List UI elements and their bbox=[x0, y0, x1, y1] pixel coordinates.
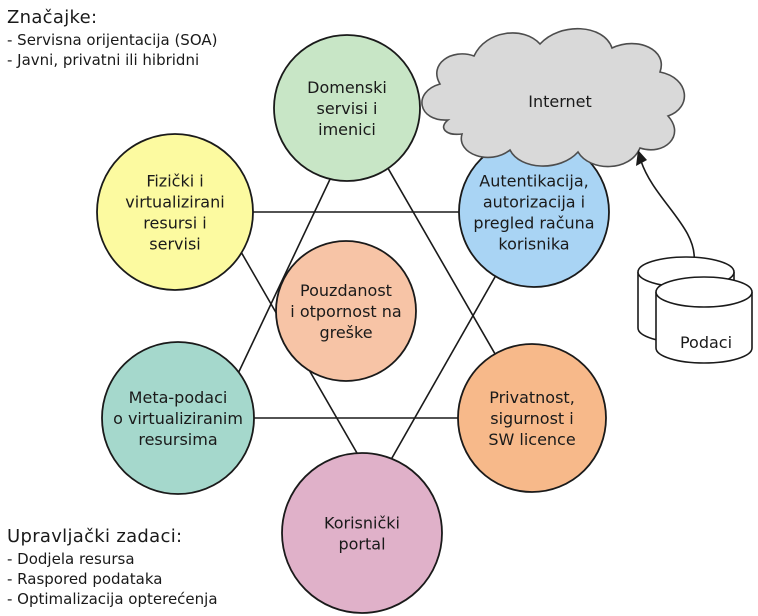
management-item: - Raspored podataka bbox=[7, 570, 163, 588]
features-title: Značajke: bbox=[7, 7, 98, 28]
circle-privacy: Privatnost, sigurnost i SW licence bbox=[457, 343, 607, 493]
circle-reliability: Pouzdanost i otpornost na greške bbox=[275, 240, 417, 382]
circle-label-line: o virtualiziranim bbox=[113, 409, 243, 428]
features-item: - Javni, privatni ili hibridni bbox=[7, 51, 200, 69]
circle-label-line: resursima bbox=[138, 430, 217, 449]
circle-label-line: Pouzdanost bbox=[300, 281, 392, 300]
features-note: Značajke: - Servisna orijentacija (SOA) … bbox=[7, 6, 217, 70]
circle-label-line: autorizacija i bbox=[483, 193, 585, 212]
circle-domain: Domenski servisi i imenici bbox=[273, 34, 421, 182]
management-item: - Optimalizacija opterećenja bbox=[7, 590, 218, 608]
circle-auth: Autentikacija, autorizacija i pregled raču… bbox=[458, 136, 610, 288]
circle-label-line: resursi i bbox=[143, 214, 206, 233]
circle-shape bbox=[101, 341, 255, 495]
circle-label-line: Autentikacija, bbox=[479, 172, 588, 191]
cloud-label: Internet bbox=[528, 92, 592, 111]
circle-label-line: korisnika bbox=[498, 235, 569, 254]
circle-label-line: SW licence bbox=[488, 430, 575, 449]
circle-shape bbox=[273, 34, 421, 182]
circle-label-line: i otpornost na bbox=[290, 302, 401, 321]
circle-label-line: Korisnički bbox=[324, 514, 400, 533]
features-item: - Servisna orijentacija (SOA) bbox=[7, 31, 218, 49]
database-label: Podaci bbox=[680, 333, 732, 352]
circle-label-line: Fizički i bbox=[146, 172, 203, 191]
circle-shape bbox=[281, 452, 443, 614]
circle-label-line: portal bbox=[338, 535, 385, 554]
circle-shape bbox=[457, 343, 607, 493]
internet-cloud: Internet bbox=[421, 27, 686, 168]
circle-label-line: Meta-podaci bbox=[129, 388, 228, 407]
database-icon: Podaci bbox=[637, 256, 753, 364]
circle-label-line: pregled računa bbox=[473, 214, 594, 233]
circle-shape bbox=[275, 240, 417, 382]
circle-metadata: Meta-podaci o virtualiziranim resursima bbox=[101, 341, 255, 495]
management-item: - Dodjela resursa bbox=[7, 550, 135, 568]
management-title: Upravljački zadaci: bbox=[7, 526, 183, 547]
circle-label-line: servisi i bbox=[317, 99, 378, 118]
circle-label-line: Domenski bbox=[307, 78, 387, 97]
circle-label-line: servisi bbox=[149, 235, 200, 254]
management-note: Upravljački zadaci: - Dodjela resursa - … bbox=[7, 525, 218, 609]
circle-label-line: Privatnost, bbox=[489, 388, 575, 407]
circle-label-line: greške bbox=[319, 323, 372, 342]
circle-label-line: sigurnost i bbox=[490, 409, 573, 428]
circle-label-line: imenici bbox=[318, 120, 376, 139]
circle-portal: Korisnički portal bbox=[281, 452, 443, 614]
cloud-shape bbox=[421, 27, 686, 168]
circle-shape bbox=[96, 133, 254, 291]
circle-label-line: virtualizirani bbox=[125, 193, 224, 212]
circle-physical: Fizički i virtualizirani resursi i servisi bbox=[96, 133, 254, 291]
